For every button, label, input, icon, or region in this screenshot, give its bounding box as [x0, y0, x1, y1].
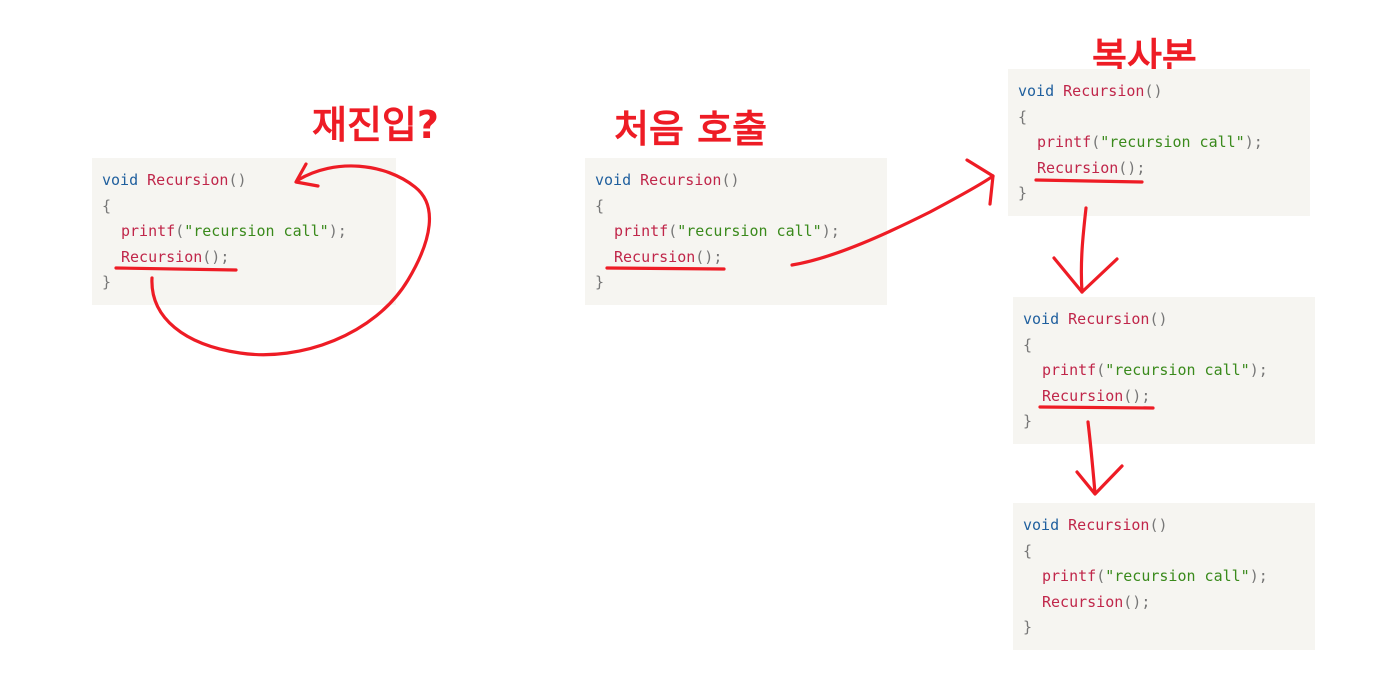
code-open-brace: {	[102, 196, 112, 215]
code-close-brace: }	[595, 273, 605, 291]
down-arrowhead-2	[1075, 464, 1124, 496]
code-block-copy-1: void Recursion() { printf("recursion cal…	[1008, 69, 1310, 216]
printf-paren-close: );	[1249, 567, 1268, 585]
printf-paren-open: (	[1096, 567, 1106, 585]
printf-call: printf	[1042, 361, 1097, 379]
code-block-first-call: void Recursion() { printf("recursion cal…	[585, 158, 887, 305]
label-reentry: 재진입?	[312, 103, 439, 147]
recursive-call-parens: ();	[1118, 158, 1146, 177]
keyword-void: void	[1018, 82, 1055, 100]
keyword-void: void	[1023, 310, 1060, 328]
code-line-printf: printf("recursion call");	[1023, 358, 1315, 384]
code-open-brace: {	[595, 196, 605, 215]
function-name: Recursion	[1063, 82, 1145, 100]
code-line-recursive-call: Recursion();	[1018, 156, 1310, 182]
printf-paren-close: );	[821, 222, 840, 240]
printf-call: printf	[1042, 567, 1097, 585]
code-line-recursive-call: Recursion();	[1023, 384, 1315, 410]
code-line-recursive-call: Recursion();	[595, 245, 887, 271]
code-line-signature: void Recursion()	[595, 168, 887, 194]
label-first-call: 처음 호출	[614, 107, 768, 151]
down-arrow-1	[1079, 206, 1088, 294]
code-close-brace: }	[102, 273, 112, 291]
signature-parens: ()	[1149, 516, 1168, 534]
printf-paren-open: (	[175, 222, 185, 240]
recursive-call-name: Recursion	[614, 247, 696, 266]
code-block-copy-2: void Recursion() { printf("recursion cal…	[1013, 297, 1315, 444]
code-line-recursive-call: Recursion();	[1023, 590, 1315, 616]
code-block-reentry: void Recursion() { printf("recursion cal…	[92, 158, 396, 305]
code-line-printf: printf("recursion call");	[1023, 564, 1315, 590]
code-close-brace: }	[1018, 184, 1028, 202]
keyword-void: void	[102, 171, 139, 189]
string-literal: "recursion call"	[1100, 133, 1245, 151]
signature-parens: ()	[1144, 82, 1163, 100]
recursive-call-parens: ();	[1123, 592, 1151, 611]
printf-paren-open: (	[668, 222, 678, 240]
code-block-copy-3: void Recursion() { printf("recursion cal…	[1013, 503, 1315, 650]
function-name: Recursion	[640, 171, 722, 189]
function-name: Recursion	[147, 171, 229, 189]
code-line-signature: void Recursion()	[1018, 79, 1310, 105]
printf-call: printf	[614, 222, 669, 240]
recursive-call-name: Recursion	[1037, 158, 1119, 177]
code-line-signature: void Recursion()	[1023, 513, 1315, 539]
string-literal: "recursion call"	[677, 222, 822, 240]
code-line-recursive-call: Recursion();	[102, 245, 396, 271]
signature-parens: ()	[1149, 310, 1168, 328]
keyword-void: void	[1023, 516, 1060, 534]
code-line-signature: void Recursion()	[102, 168, 396, 194]
signature-parens: ()	[721, 171, 740, 189]
code-close-brace: }	[1023, 412, 1033, 430]
down-arrowhead-1	[1052, 256, 1119, 294]
printf-paren-open: (	[1091, 133, 1101, 151]
code-line-printf: printf("recursion call");	[102, 219, 396, 245]
recursive-call-name: Recursion	[1042, 592, 1124, 611]
code-open-brace: {	[1023, 541, 1033, 560]
function-name: Recursion	[1068, 516, 1150, 534]
recursive-call-name: Recursion	[1042, 386, 1124, 405]
string-literal: "recursion call"	[184, 222, 329, 240]
recursive-call-parens: ();	[1123, 386, 1151, 405]
code-line-printf: printf("recursion call");	[595, 219, 887, 245]
printf-paren-close: );	[328, 222, 347, 240]
printf-call: printf	[121, 222, 176, 240]
code-line-printf: printf("recursion call");	[1018, 130, 1310, 156]
printf-paren-open: (	[1096, 361, 1106, 379]
code-open-brace: {	[1018, 107, 1028, 126]
string-literal: "recursion call"	[1105, 361, 1250, 379]
recursive-call-parens: ();	[202, 247, 230, 266]
code-close-brace: }	[1023, 618, 1033, 636]
code-line-signature: void Recursion()	[1023, 307, 1315, 333]
call-arrowhead	[965, 158, 995, 206]
code-open-brace: {	[1023, 335, 1033, 354]
signature-parens: ()	[228, 171, 247, 189]
string-literal: "recursion call"	[1105, 567, 1250, 585]
keyword-void: void	[595, 171, 632, 189]
function-name: Recursion	[1068, 310, 1150, 328]
printf-call: printf	[1037, 133, 1092, 151]
printf-paren-close: );	[1244, 133, 1263, 151]
printf-paren-close: );	[1249, 361, 1268, 379]
recursive-call-parens: ();	[695, 247, 723, 266]
recursive-call-name: Recursion	[121, 247, 203, 266]
